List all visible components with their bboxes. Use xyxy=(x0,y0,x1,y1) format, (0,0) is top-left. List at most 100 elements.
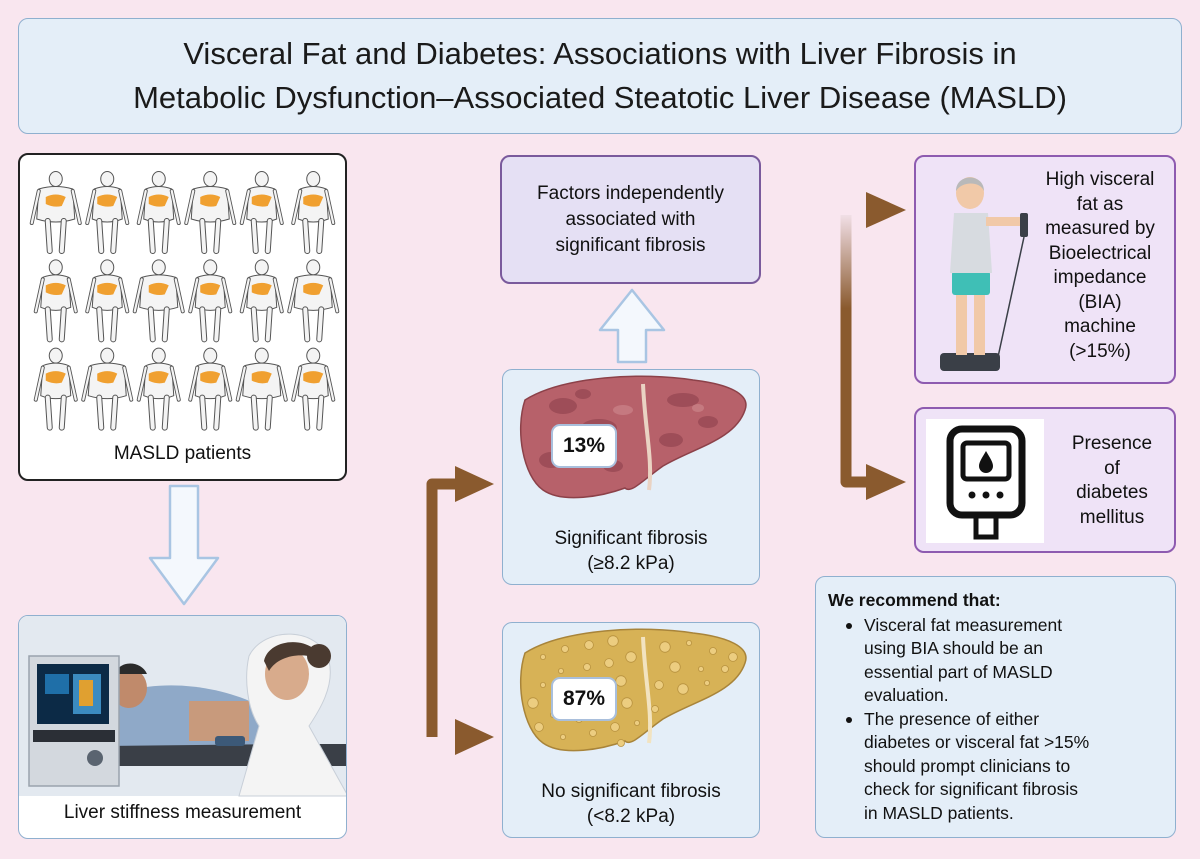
patient-figure xyxy=(188,259,233,343)
rec-2-line-4: check for significant fibrosis xyxy=(864,779,1078,799)
no-significant-fibrosis-box: 87% No significant fibrosis (<8.2 kPa) xyxy=(502,622,760,838)
fat-droplet xyxy=(669,661,681,673)
patients-label: MASLD patients xyxy=(113,443,252,464)
fat-droplet xyxy=(617,739,625,747)
arrowhead-to-bia xyxy=(866,192,906,228)
significant-label-1: Significant fibrosis xyxy=(554,528,708,549)
fat-droplet xyxy=(697,666,704,673)
fat-droplet xyxy=(558,668,565,675)
fat-droplet xyxy=(561,645,569,653)
patient-figure xyxy=(136,171,181,254)
arrowhead-to-significant xyxy=(455,466,494,502)
recommendation-box: We recommend that: Visceral fat measurem… xyxy=(815,576,1176,838)
patient-figure xyxy=(85,171,130,254)
significant-percent-badge: 13% xyxy=(551,424,617,468)
bia-line-1: High visceral xyxy=(1045,169,1155,190)
rec-1-line-2: using BIA should be an xyxy=(864,638,1044,658)
no-significant-percent-badge: 87% xyxy=(551,677,617,721)
fat-droplet xyxy=(583,663,591,671)
diabetes-line-3: diabetes xyxy=(1076,482,1148,503)
bia-line-8: (>15%) xyxy=(1069,340,1131,362)
factors-box: Factors independently associated with si… xyxy=(500,155,761,284)
fat-droplet xyxy=(584,640,594,650)
diabetes-box: Presence of diabetes mellitus xyxy=(914,407,1176,553)
fat-droplet xyxy=(677,683,689,695)
bia-line-4: Bioelectrical xyxy=(1048,242,1152,264)
patient-figure xyxy=(81,347,134,431)
patient-figure xyxy=(188,347,233,431)
factors-to-diabetes-arrow-shaft xyxy=(840,215,872,488)
fat-droplet xyxy=(604,658,614,668)
fat-droplet xyxy=(654,680,664,690)
no-significant-label-1: No significant fibrosis xyxy=(541,781,721,802)
fat-droplet xyxy=(610,722,620,732)
diabetes-line-1: Presence xyxy=(1071,433,1153,454)
factors-line-1: Factors independently xyxy=(537,182,724,204)
fat-droplet xyxy=(633,720,640,727)
no-significant-label-2: (<8.2 kPa) xyxy=(586,806,676,827)
fat-droplet xyxy=(659,641,671,653)
patient-figure xyxy=(287,259,340,343)
fat-droplet xyxy=(534,722,544,732)
fat-droplet xyxy=(615,675,627,687)
rec-2-line-2: diabetes or visceral fat >15% xyxy=(864,732,1090,752)
patient-figure xyxy=(239,259,284,343)
bia-line-5: impedance xyxy=(1053,267,1147,288)
bia-text: High visceral fat as measured by Bioelec… xyxy=(1028,168,1172,364)
patient-figure xyxy=(85,259,130,343)
factors-line-2: associated with xyxy=(565,208,696,230)
patient-figure xyxy=(239,171,284,254)
patient-figure xyxy=(29,171,82,254)
diabetes-text: Presence of diabetes mellitus xyxy=(1056,432,1168,530)
fat-droplet xyxy=(625,651,637,663)
recommendation-heading: We recommend that: xyxy=(828,590,1001,610)
bia-line-2: fat as xyxy=(1076,193,1124,215)
diabetes-line-4: mellitus xyxy=(1079,506,1145,528)
up-outline-arrow xyxy=(598,288,666,364)
elastography-scene xyxy=(19,616,346,797)
lsm-vertical-shaft xyxy=(426,478,462,737)
patients-box: MASLD patients xyxy=(18,153,347,481)
fat-droplet xyxy=(721,665,729,673)
fat-droplet xyxy=(651,705,659,713)
fat-droplet xyxy=(685,639,692,646)
fat-droplet xyxy=(607,635,619,647)
significant-fibrosis-box: 13% Significant fibrosis (≥8.2 kPa) xyxy=(502,369,760,585)
rec-1-line-3: essential part of MASLD xyxy=(864,661,1053,682)
significant-label-2: (≥8.2 kPa) xyxy=(587,553,675,574)
fat-droplet xyxy=(560,734,567,741)
fat-droplet xyxy=(540,682,547,689)
recommendation-list: Visceral fat measurement using BIA shoul… xyxy=(828,614,1163,826)
patient-figure xyxy=(235,347,288,431)
arrowhead-to-diabetes xyxy=(866,464,906,500)
fat-droplet xyxy=(621,697,633,709)
patient-figure xyxy=(33,259,78,343)
bia-line-3: measured by xyxy=(1045,218,1155,239)
lsm-label: Liver stiffness measurement xyxy=(63,802,302,823)
arrowhead-to-no-significant xyxy=(455,719,494,755)
patient-figure xyxy=(136,347,181,431)
fatty-liver-illustration xyxy=(519,628,747,752)
bia-line-7: machine xyxy=(1064,316,1136,337)
title-box: Visceral Fat and Diabetes: Associations … xyxy=(18,18,1182,134)
bia-line-6: (BIA) xyxy=(1078,291,1122,313)
patient-figure xyxy=(132,259,185,343)
fat-droplet xyxy=(589,729,597,737)
lsm-box: Liver stiffness measurement xyxy=(18,615,347,839)
bia-person-illustration xyxy=(940,177,1028,371)
down-outline-arrow xyxy=(148,484,220,606)
patient-figure xyxy=(184,171,237,254)
patient-figure xyxy=(291,171,336,254)
fibrotic-liver-illustration xyxy=(519,375,747,499)
diabetes-line-2: of xyxy=(1104,457,1120,479)
factors-line-3: significant fibrosis xyxy=(555,234,706,256)
rec-2-line-5: in MASLD patients. xyxy=(864,802,1014,823)
recommendation-item-1: Visceral fat measurement using BIA shoul… xyxy=(828,614,1163,708)
fat-droplet xyxy=(540,653,547,660)
recommendation-item-2: The presence of either diabetes or visce… xyxy=(828,708,1163,826)
fat-droplet xyxy=(527,697,539,709)
glucometer-icon xyxy=(926,419,1044,543)
rec-2-line-3: should prompt clinicians to xyxy=(864,755,1071,776)
patient-figure xyxy=(291,347,336,431)
